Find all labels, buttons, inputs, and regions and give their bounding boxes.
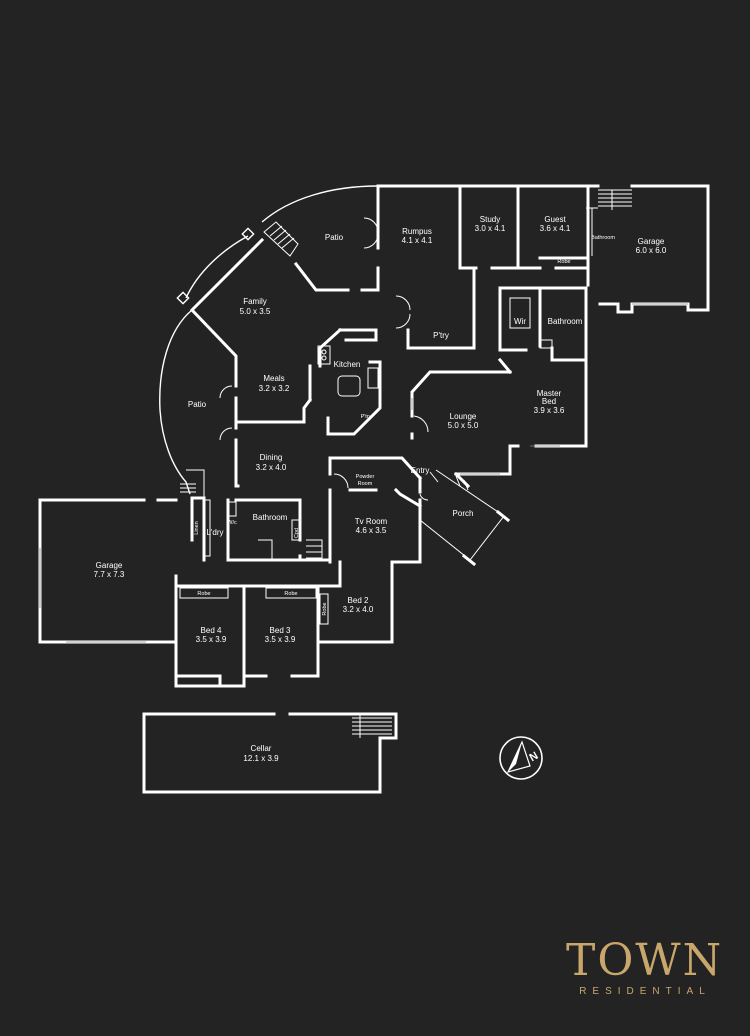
room-name: Patio [188,400,207,409]
room-labels: Patio Rumpus 4.1 x 4.1 Study 3.0 x 4.1 G… [94,215,667,763]
room-cupboard: Cpd [294,528,300,538]
room-name-line2: Room [358,481,373,487]
room-size: 3.6 x 4.1 [540,224,571,233]
room-name: Robe [322,602,328,615]
room-name: P'try [433,331,449,340]
room-name: Bathroom [548,317,583,326]
room-name: Study [480,215,500,224]
room-bed4: Bed 4 3.5 x 3.9 [196,626,227,644]
room-bed2: Bed 2 3.2 x 4.0 [343,596,374,614]
room-name: Robe [557,259,570,265]
room-porch: Porch [453,509,474,518]
room-size: 4.1 x 4.1 [402,236,433,245]
room-name: Bed 2 [348,596,369,605]
walls [38,184,710,794]
room-size: 6.0 x 6.0 [636,246,667,255]
room-name: Linen [194,521,200,534]
room-robe-guest: Robe [557,259,570,265]
room-name: Tv Room [355,517,388,526]
room-name: Dining [260,453,283,462]
room-name: Lounge [450,412,477,421]
room-name: Cpd [294,528,300,538]
room-name-line2: Bed [542,397,556,406]
room-pantry: P'try [433,331,449,340]
room-name: Rumpus [402,227,432,236]
room-size: 3.9 x 3.6 [534,406,565,415]
room-name: Cellar [251,744,272,753]
room-name: Wir [514,317,526,326]
room-name: Bed 3 [270,626,291,635]
brand-name: TOWN [566,935,724,986]
room-dining: Dining 3.2 x 4.0 [256,453,287,472]
room-meals: Meals 3.2 x 3.2 [259,374,290,393]
room-garage-left: Garage 7.7 x 7.3 [94,561,125,579]
room-size: 3.2 x 4.0 [256,463,287,472]
room-name: Garage [638,237,665,246]
room-name: Guest [544,215,566,224]
room-wc: W/c [227,520,237,526]
room-size: 3.5 x 3.9 [265,635,296,644]
room-name-line1: Master [537,389,562,398]
room-name: Bathroom [591,235,615,241]
room-name: Patio [325,233,344,242]
room-name: Kitchen [334,360,361,369]
room-name: Garage [96,561,123,570]
room-size: 12.1 x 3.9 [243,754,279,763]
room-size: 5.0 x 3.5 [240,307,271,316]
compass-north-label: N [528,750,541,764]
room-name: Bed 4 [201,626,222,635]
room-name: Entry [411,466,430,475]
room-robe-bed3: Robe [284,591,297,597]
brand-logo: TOWN RESIDENTIAL [566,935,724,998]
room-name: Robe [284,591,297,597]
room-garage-right: Garage 6.0 x 6.0 [636,237,667,255]
room-size: 3.0 x 4.1 [475,224,506,233]
room-pantry-small: P'try [361,414,372,420]
room-name: Bathroom [253,513,288,522]
room-size: 7.7 x 7.3 [94,570,125,579]
room-rumpus: Rumpus 4.1 x 4.1 [402,227,433,245]
room-linen: Linen [194,521,200,534]
room-bathroom-master: Bathroom [548,317,583,326]
room-entry: Entry [411,466,430,475]
room-lounge: Lounge 5.0 x 5.0 [448,412,479,430]
room-robe-bed2: Robe [322,602,328,615]
room-laundry: L'dry [206,528,223,537]
room-powder: Powder Room [356,474,375,487]
room-wir: Wir [514,317,526,326]
room-master-bed: Master Bed 3.9 x 3.6 [534,389,565,415]
room-robe-bed4: Robe [197,591,210,597]
room-size: 4.6 x 3.5 [356,526,387,535]
room-size: 3.5 x 3.9 [196,635,227,644]
room-size: 3.2 x 4.0 [343,605,374,614]
room-bathroom-guest: Bathroom [591,235,615,241]
room-name-line1: Powder [356,474,375,480]
room-name: Porch [453,509,474,518]
room-patio-top: Patio [325,233,344,242]
room-name: Meals [263,374,284,383]
room-patio-left: Patio [188,400,207,409]
room-name: L'dry [206,528,223,537]
room-kitchen: Kitchen [334,360,361,369]
room-tv-room: Tv Room 4.6 x 3.5 [355,517,388,535]
room-size: 5.0 x 5.0 [448,421,479,430]
room-name: W/c [227,520,237,526]
room-cellar: Cellar 12.1 x 3.9 [243,744,279,763]
room-name: P'try [361,414,372,420]
room-bed3: Bed 3 3.5 x 3.9 [265,626,296,644]
room-size: 3.2 x 3.2 [259,384,290,393]
room-study: Study 3.0 x 4.1 [475,215,506,233]
room-name: Robe [197,591,210,597]
room-name: Family [243,297,267,306]
room-bathroom-main: Bathroom [253,513,288,522]
north-compass-icon: N [499,736,543,780]
brand-tagline: RESIDENTIAL [579,986,711,997]
room-family: Family 5.0 x 3.5 [240,297,271,316]
details [39,189,688,738]
room-guest: Guest 3.6 x 4.1 [540,215,571,233]
